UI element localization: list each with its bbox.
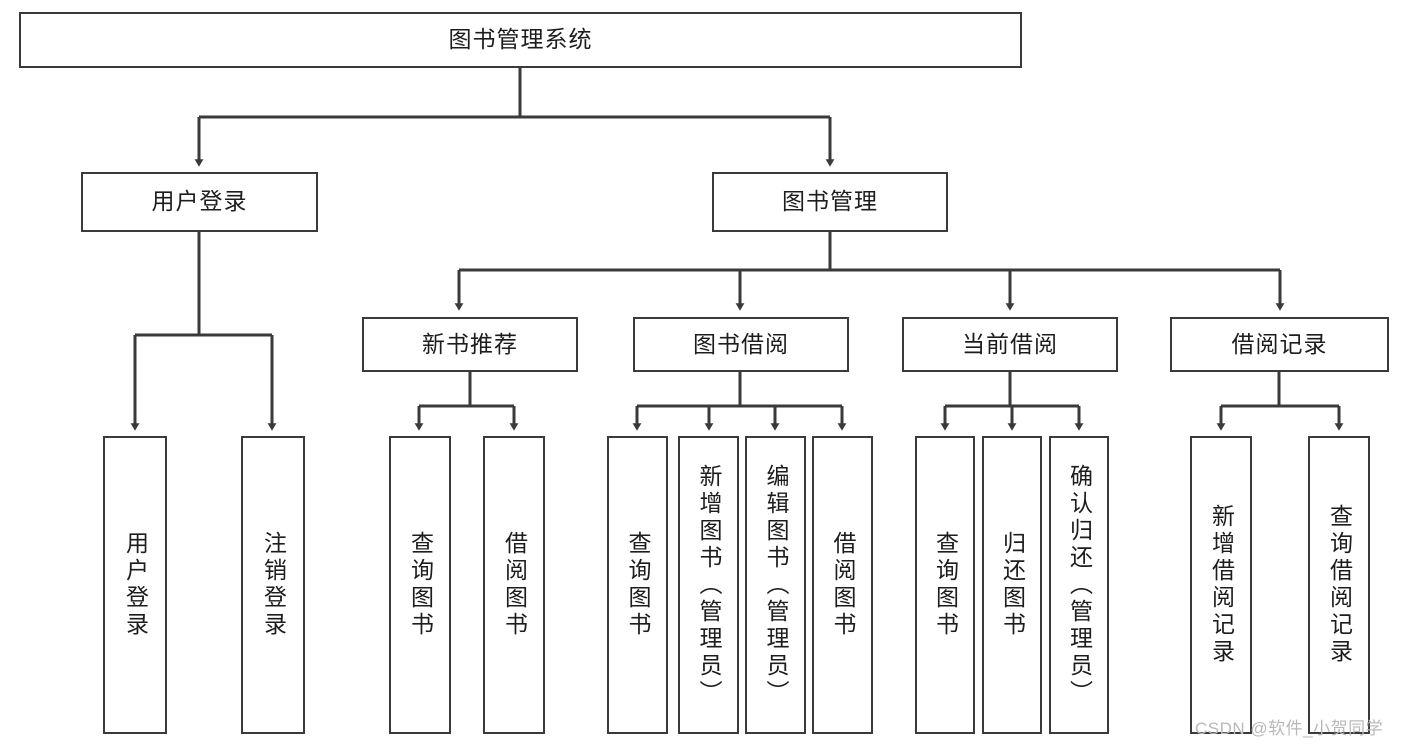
leaf-borrow-edit-book-admin[interactable]: 编辑图书（管理员） <box>745 436 806 734</box>
node-label: 图书借阅 <box>693 330 789 357</box>
leaf-record-query-borrow-record[interactable]: 查询借阅记录 <box>1308 436 1370 734</box>
node-label: 用户登录 <box>122 531 149 639</box>
node-label: 当前借阅 <box>962 330 1058 357</box>
node-label: 查询借阅记录 <box>1326 504 1353 666</box>
leaf-borrow-add-book-admin[interactable]: 新增图书（管理员） <box>678 436 739 734</box>
node-label: 新书推荐 <box>422 330 518 357</box>
node-label: 用户登录 <box>151 188 248 215</box>
leaf-recommend-borrow-book[interactable]: 借阅图书 <box>483 436 545 734</box>
node-label: 借阅图书 <box>501 531 528 639</box>
leaf-borrow-borrow-book[interactable]: 借阅图书 <box>812 436 873 734</box>
leaf-user-logout[interactable]: 注销登录 <box>241 436 305 734</box>
node-book-management[interactable]: 图书管理 <box>712 172 948 232</box>
leaf-record-add-borrow-record[interactable]: 新增借阅记录 <box>1190 436 1252 734</box>
node-label: 图书管理 <box>782 188 878 215</box>
leaf-borrow-query-book[interactable]: 查询图书 <box>607 436 668 734</box>
leaf-user-login[interactable]: 用户登录 <box>103 436 167 734</box>
node-label: 注销登录 <box>260 531 287 639</box>
node-user-login[interactable]: 用户登录 <box>81 172 318 232</box>
node-label: 借阅记录 <box>1231 330 1328 357</box>
node-new-book-recommend[interactable]: 新书推荐 <box>362 317 578 372</box>
leaf-recommend-query-book[interactable]: 查询图书 <box>389 436 451 734</box>
node-label: 新增图书（管理员） <box>696 463 723 707</box>
node-label: 查询图书 <box>625 531 652 639</box>
node-label: 确认归还（管理员） <box>1066 463 1093 707</box>
node-label: 新增借阅记录 <box>1208 504 1235 666</box>
node-label: 查询图书 <box>932 531 959 639</box>
leaf-current-confirm-return-admin[interactable]: 确认归还（管理员） <box>1049 436 1109 734</box>
csdn-watermark: CSDN @软件_小贺同学 <box>1195 719 1384 738</box>
node-current-borrow[interactable]: 当前借阅 <box>902 317 1118 372</box>
node-label: 查询图书 <box>407 531 434 639</box>
node-borrow-record[interactable]: 借阅记录 <box>1170 317 1389 372</box>
node-root-book-management-system[interactable]: 图书管理系统 <box>19 12 1022 68</box>
node-label: 编辑图书（管理员） <box>763 463 790 707</box>
node-label: 归还图书 <box>999 531 1026 639</box>
leaf-current-query-book[interactable]: 查询图书 <box>915 436 975 734</box>
node-book-borrow[interactable]: 图书借阅 <box>633 317 849 372</box>
node-label: 借阅图书 <box>830 531 857 639</box>
node-label: 图书管理系统 <box>448 26 593 53</box>
leaf-current-return-book[interactable]: 归还图书 <box>982 436 1042 734</box>
